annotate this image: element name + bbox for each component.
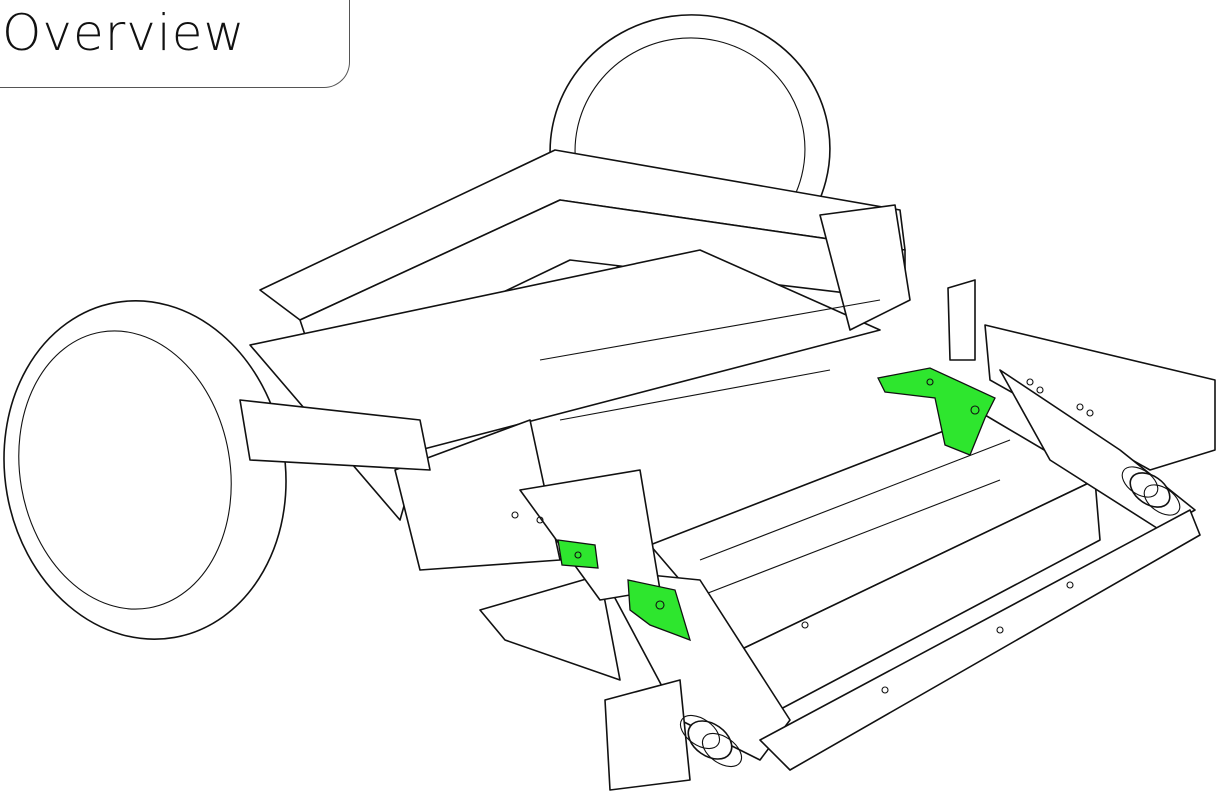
highlighted-bracket-right — [877, 367, 996, 456]
page-title: Overview — [2, 4, 246, 62]
spring-left — [679, 714, 743, 768]
front-axle-arm — [239, 399, 431, 471]
spring-right — [1121, 466, 1181, 516]
front-left-wheel — [3, 300, 287, 640]
lower-deck — [649, 414, 1101, 721]
right-side-plate — [947, 279, 1216, 471]
bolt-holes — [511, 378, 1094, 694]
highlighted-bracket-left — [557, 539, 691, 642]
title-box: Overview — [0, 0, 350, 88]
